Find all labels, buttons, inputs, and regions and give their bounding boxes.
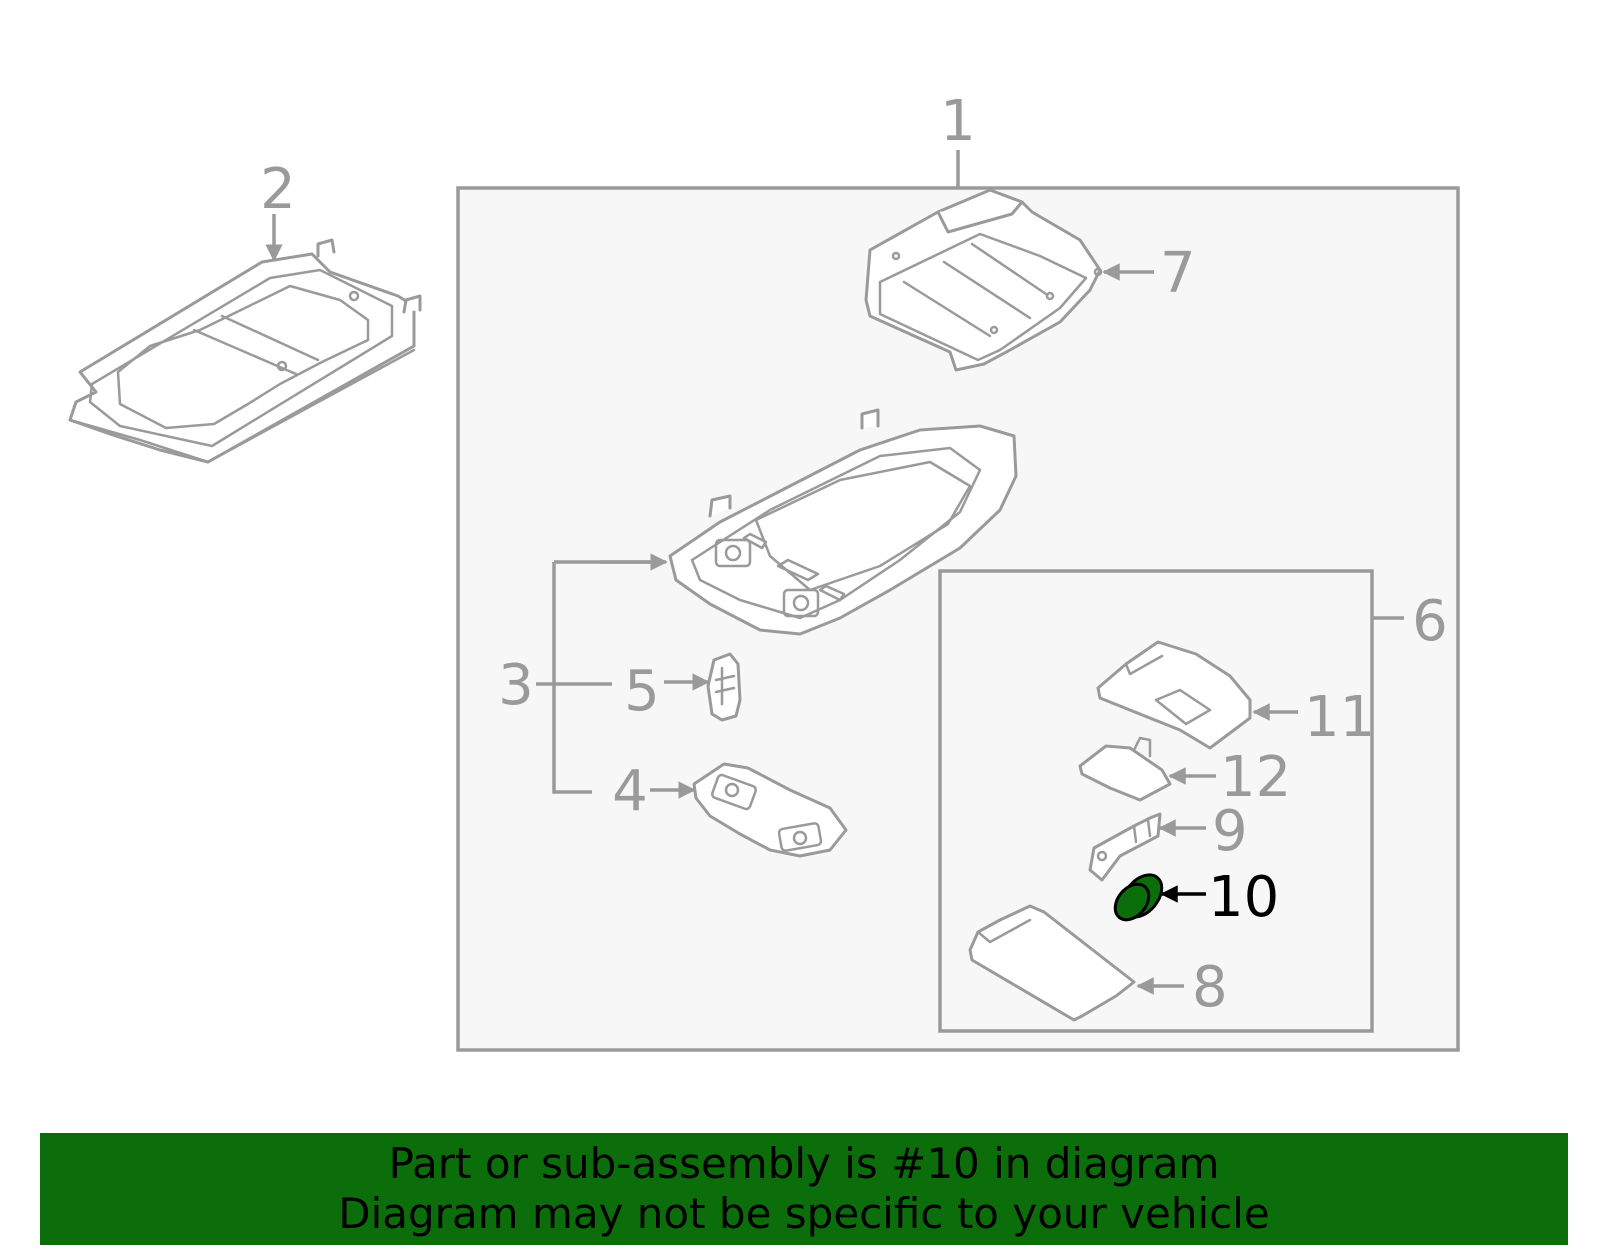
part-9-bracket bbox=[1088, 812, 1162, 882]
part-11-cover bbox=[1096, 640, 1252, 750]
part-3-overhead-console bbox=[668, 408, 1018, 636]
banner-line-2: Diagram may not be specific to your vehi… bbox=[338, 1189, 1270, 1238]
callout-10: 10 bbox=[1208, 865, 1279, 930]
callout-1: 1 bbox=[940, 89, 976, 154]
callout-3: 3 bbox=[498, 653, 534, 718]
part-2-roof-bracket bbox=[68, 238, 422, 464]
part-8-lens-panel bbox=[968, 904, 1136, 1022]
part-5-clip bbox=[706, 652, 742, 722]
callout-11: 11 bbox=[1304, 685, 1375, 750]
callout-2: 2 bbox=[260, 157, 296, 222]
callout-12: 12 bbox=[1220, 745, 1291, 810]
callout-7: 7 bbox=[1160, 241, 1196, 306]
banner-line-1: Part or sub-assembly is #10 in diagram bbox=[388, 1139, 1220, 1188]
info-banner: Part or sub-assembly is #10 in diagram D… bbox=[40, 1133, 1568, 1245]
callout-9: 9 bbox=[1212, 799, 1248, 864]
callout-5: 5 bbox=[624, 659, 660, 724]
callout-6: 6 bbox=[1412, 589, 1448, 654]
part-10-grommet-highlighted bbox=[1113, 873, 1164, 922]
part-4-lamp bbox=[692, 762, 848, 858]
callout-8: 8 bbox=[1192, 955, 1228, 1020]
callout-4: 4 bbox=[612, 759, 648, 824]
part-7-console-bracket bbox=[864, 188, 1103, 372]
